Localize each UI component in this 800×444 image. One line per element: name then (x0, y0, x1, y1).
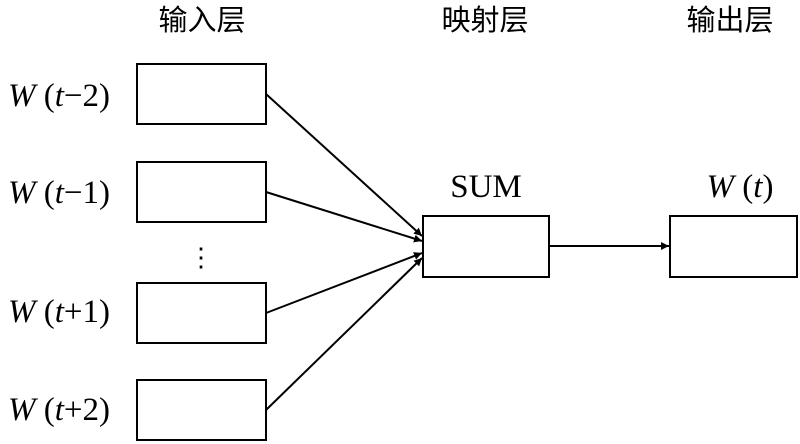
sum-box (422, 215, 550, 278)
input-label-t-plus-1: W (t+1) (8, 294, 110, 330)
sum-label: SUM (450, 169, 522, 205)
ellipsis: ⋮ (188, 243, 214, 272)
input-box-t-minus-1 (136, 161, 267, 223)
input-layer-header: 输入层 (158, 3, 245, 37)
input-box-t-minus-2 (136, 63, 267, 125)
input-label-t-minus-2: W (t−2) (8, 78, 110, 114)
input-label-t-minus-1: W (t−1) (8, 175, 110, 211)
arrow-t-minus-2-to-sum (265, 93, 423, 237)
arrow-t-plus-2-to-sum (265, 257, 423, 411)
input-box-t-plus-1 (136, 282, 267, 344)
projection-layer-header: 映射层 (441, 3, 528, 37)
output-box (669, 215, 798, 278)
arrow-t-minus-1-to-sum (265, 191, 423, 243)
input-box-t-plus-2 (136, 379, 267, 441)
input-label-t-plus-2: W (t+2) (8, 392, 110, 428)
output-label: W (t) (707, 169, 774, 205)
output-layer-header: 输出层 (686, 3, 773, 37)
arrow-t-plus-1-to-sum (265, 252, 423, 314)
